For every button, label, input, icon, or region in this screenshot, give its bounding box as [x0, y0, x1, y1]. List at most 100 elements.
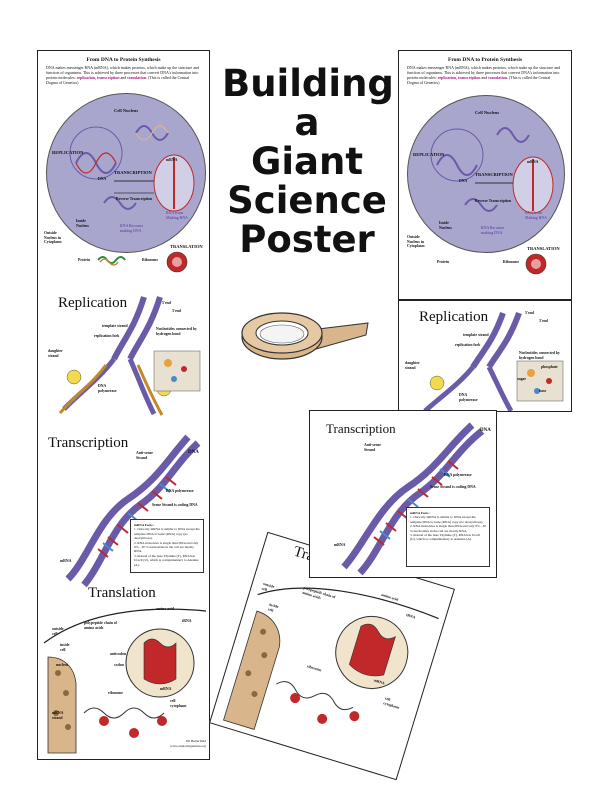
- intro-last: translation.: [488, 75, 508, 80]
- protein-icon: [97, 256, 126, 266]
- three-end-label: 3'end: [172, 309, 181, 313]
- outside-nucleus-label: Outside Nucleus in Cytoplasm: [407, 235, 425, 248]
- intro-note: (This is called the Central Dogma of Gen…: [407, 75, 551, 85]
- intro-terms: replication, transcription: [76, 75, 120, 80]
- fact-item: 2. RNA molecules is single than DNA and …: [410, 524, 486, 533]
- translation-label: TRANSLATION: [170, 244, 203, 249]
- protein-label: Protein: [437, 260, 449, 264]
- five-end-label: 5'end: [525, 311, 534, 315]
- page-intro-header: From DNA to Protein Synthesis: [447, 57, 523, 63]
- intro-and: and: [120, 75, 127, 80]
- five-end-label: 5'end: [162, 301, 171, 305]
- rna-polymerase-label: RNA polymerase: [444, 473, 472, 477]
- rna-from-label: RNA from Making RNA: [525, 211, 547, 220]
- full-poster: From DNA to Protein Synthesis DNA makes …: [37, 50, 210, 760]
- intro-and: and: [481, 75, 488, 80]
- intro-note: (This is called the Central Dogma of Gen…: [46, 75, 190, 85]
- ribosome-icon: [166, 251, 188, 273]
- credit-name: Jill Butterfield: [185, 739, 206, 743]
- replication-diagram: [58, 296, 201, 416]
- replication-label: REPLICATION: [413, 152, 445, 157]
- section-title-transcription: Transcription: [48, 435, 129, 451]
- transcription-label: TRANSCRIPTION: [475, 172, 513, 177]
- transcription-mrna-label: mRNA: [60, 559, 72, 563]
- transcription-diagram: [65, 434, 201, 588]
- intro-last: translation.: [127, 75, 147, 80]
- translation-diagram: [43, 608, 207, 754]
- inside-nucleus-label: Inside Nucleus: [76, 219, 89, 228]
- poster-header: From DNA to Protein Synthesis: [86, 57, 161, 63]
- mrna-label: mRNA: [527, 160, 539, 164]
- antisense-label: Anti-sense Strand: [364, 443, 381, 452]
- facts-title: mRNA Facts :: [134, 523, 155, 527]
- title-line: Giant: [250, 140, 364, 183]
- rna-becomes-label: RNA Becomes making DNA: [120, 224, 144, 233]
- translation-label: TRANSLATION: [527, 246, 560, 251]
- page-intro-text: DNA makes messenger RNA (mRNA), which ma…: [399, 65, 571, 85]
- transcription-label: TRANSCRIPTION: [114, 170, 152, 175]
- template-strand-label: template strand: [102, 324, 128, 328]
- central-dogma-diagram: [430, 127, 554, 214]
- cell-cytoplasm-label: cell cytoplasm: [170, 699, 187, 708]
- mrna-strand-label: mRNA strand: [52, 711, 64, 720]
- title-line: Building: [222, 62, 394, 105]
- polypeptide-label: polypeptide chain of amino acids: [84, 621, 117, 630]
- fact-item: 2. RNA molecules is single than DNA and …: [134, 540, 199, 554]
- template-strand-label: template strand: [463, 333, 489, 337]
- transcription-diagram: [341, 422, 485, 576]
- ribosome-label: Ribosome: [503, 260, 520, 264]
- dna-label: DNA: [98, 177, 107, 181]
- ribosome-label: Ribosome: [142, 258, 159, 262]
- daughter-strand-label: daughter strand: [48, 349, 63, 358]
- section-title-replication: Replication: [58, 295, 128, 311]
- replication-diagram: [423, 311, 564, 411]
- page-replication: Replication template strand replication …: [398, 300, 572, 412]
- fact-item: 3. Instead of the base Thymine (T), RNA …: [134, 553, 199, 567]
- dna-polymerase-label: DNA polymerase: [98, 384, 117, 393]
- fact-item: 1. Once my mRNA is similar to DNA except…: [410, 515, 484, 524]
- anticodon-label: anticodon: [110, 652, 127, 656]
- transcription-mrna-label: mRNA: [334, 543, 346, 547]
- title-line: Science: [227, 179, 387, 222]
- nucleotides-label: Nucleotides connected by hydrogen bond: [156, 327, 197, 336]
- section-title-replication: Replication: [419, 309, 489, 325]
- dna-polymerase-label: DNA polymerase: [459, 393, 478, 402]
- intro-text: DNA makes messenger RNA (mRNA), which ma…: [46, 65, 199, 80]
- inside-nucleus-label: Inside Nucleus: [439, 221, 452, 230]
- page-intro: From DNA to Protein Synthesis DNA makes …: [398, 50, 572, 300]
- page-transcription: Transcription Anti-sense Strand DNA RNA …: [309, 410, 497, 578]
- sugar-label: sugar: [517, 377, 527, 381]
- cell-nucleus-label: Cell Nucleus: [475, 110, 500, 115]
- mrna-facts-box: mRNA Facts : 1. Once my mRNA is similar …: [130, 519, 204, 573]
- section-title-transcription: Transcription: [326, 421, 396, 436]
- cell-nucleus-label: Cell Nucleus: [114, 108, 139, 113]
- reverse-transcription-label: Reverse Transcription: [475, 199, 512, 203]
- rna-becomes-label: RNA Becomes making DNA: [481, 226, 505, 235]
- poster-title: Building a Giant Science Poster: [222, 62, 394, 261]
- title-line: Poster: [239, 218, 375, 261]
- three-end-label: 3'end: [539, 319, 548, 323]
- sense-strand-label: Sense Strand is coding DNA: [430, 485, 476, 489]
- replication-label: REPLICATION: [52, 150, 84, 155]
- fact-item: 3. Instead of the base Thymine (T), RNA …: [410, 533, 481, 542]
- credit: Jill Butterfield www.exploringnature.org: [138, 739, 206, 748]
- translation-ribosome-label: ribosome: [108, 691, 123, 695]
- replication-fork-label: replication fork: [455, 343, 481, 347]
- amino-acid-label: amino acid: [156, 607, 174, 611]
- nucleus-label: nucleus: [56, 663, 69, 667]
- intro-text: DNA makes messenger RNA (mRNA), which ma…: [407, 65, 560, 80]
- transcription-dna-label: DNA: [480, 428, 491, 433]
- poster-intro: DNA makes messenger RNA (mRNA), which ma…: [38, 65, 209, 85]
- masking-tape-icon: [241, 312, 369, 360]
- reverse-transcription-label: Reverse Transcription: [116, 197, 153, 201]
- dna-label: DNA: [459, 179, 468, 183]
- antisense-label: Anti-sense Strand: [136, 451, 153, 460]
- rna-polymerase-label: RNA polymerase: [166, 489, 194, 493]
- section-title-translation: Translation: [88, 585, 156, 601]
- transcription-dna-label: DNA: [188, 450, 199, 455]
- intro-terms: replication, transcription: [437, 75, 481, 80]
- codon-label: codon: [114, 663, 124, 667]
- nucleotides-label: Nucleotides connected by hydrogen bond: [519, 351, 560, 360]
- inside-cell-label: inside cell: [60, 643, 70, 652]
- credit-site: www.exploringnature.org: [170, 743, 206, 748]
